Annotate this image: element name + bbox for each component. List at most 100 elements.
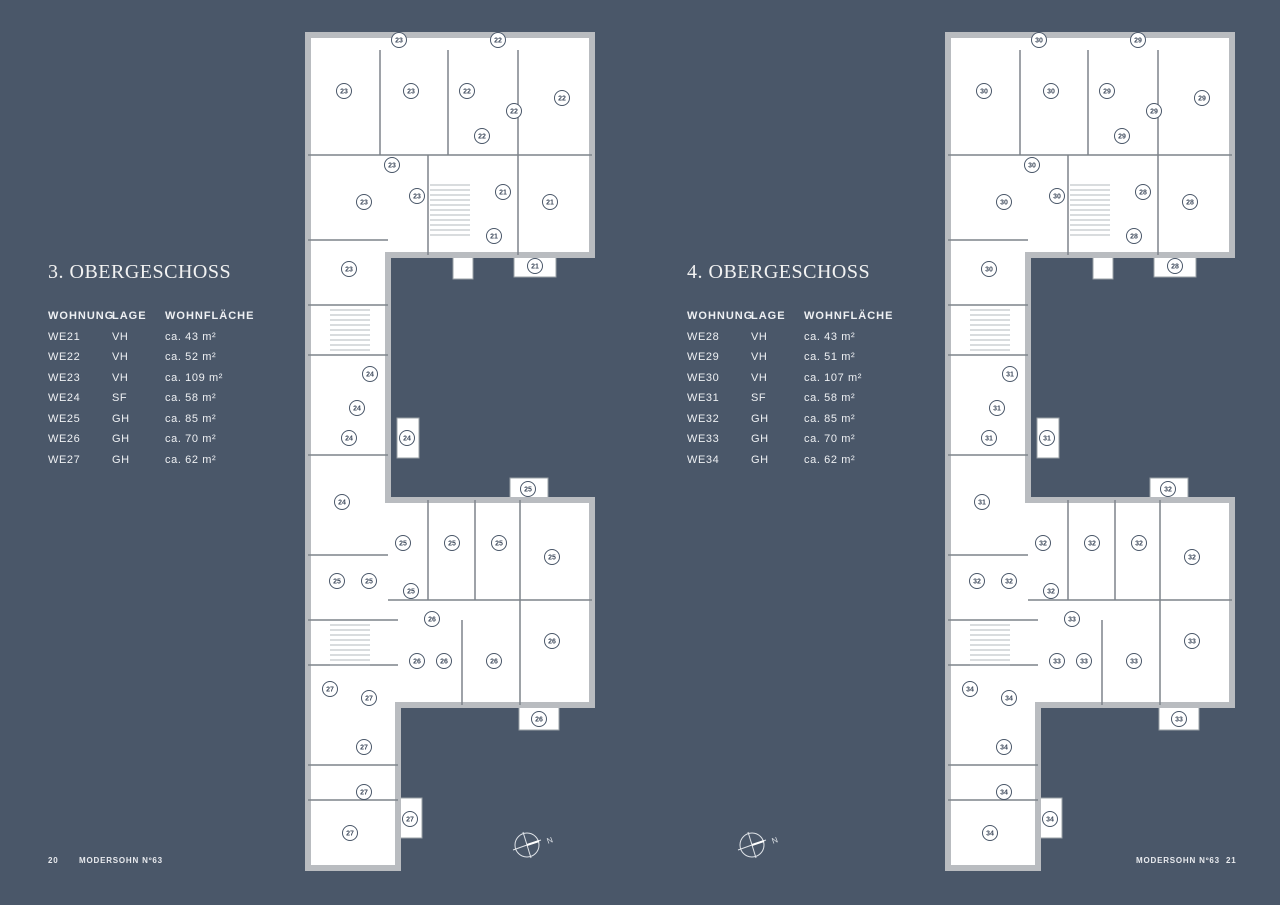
unit-marker [399,430,415,446]
col-header-lage: LAGE [112,310,147,322]
unit-marker [349,400,365,416]
unit-marker [1171,711,1187,727]
unit-marker [361,573,377,589]
unit-marker [403,83,419,99]
unit-marker [334,494,350,510]
unit-marker-label: 22 [494,38,502,45]
unit-marker [403,583,419,599]
unit-marker [1076,653,1092,669]
unit-marker [424,611,440,627]
unit-marker-label: 24 [353,406,361,413]
unit-marker [342,825,358,841]
right-brand: MODERSOHN Nº63 [1136,856,1220,865]
unit-marker [1002,366,1018,382]
unit-marker [444,535,460,551]
unit-marker-label: 25 [548,555,556,562]
unit-location: GH [751,433,769,445]
unit-marker-label: 25 [333,579,341,586]
unit-marker [495,184,511,200]
unit-marker-label: 22 [558,96,566,103]
unit-area: ca. 43 m² [165,330,217,343]
unit-marker-label: 28 [1130,234,1138,241]
unit-marker [962,681,978,697]
unit-marker [361,690,377,706]
unit-area: ca. 58 m² [804,392,856,404]
unit-marker-label: 33 [1175,717,1183,724]
unit-marker [996,194,1012,210]
unit-marker [531,711,547,727]
unit-marker [356,194,372,210]
unit-marker-label: 27 [365,696,373,703]
unit-location: SF [112,392,128,404]
unit-marker-label: 30 [1028,163,1036,170]
compass-north-label: N [771,835,780,846]
unit-marker [542,194,558,210]
unit-id: WE28 [687,330,720,343]
unit-marker [391,32,407,48]
unit-marker [554,90,570,106]
unit-marker [1001,573,1017,589]
unit-marker [1064,611,1080,627]
unit-marker [1135,184,1151,200]
unit-marker-label: 34 [1000,745,1008,752]
unit-marker-label: 24 [345,436,353,443]
unit-marker-label: 26 [490,659,498,666]
unit-marker [527,258,543,274]
unit-marker-label: 27 [360,790,368,797]
unit-marker [996,739,1012,755]
unit-marker-label: 27 [406,817,414,824]
unit-marker-label: 23 [388,163,396,170]
unit-id: WE21 [48,330,81,343]
unit-id: WE30 [687,371,720,384]
unit-marker [459,83,475,99]
unit-marker-label: 25 [365,579,373,586]
unit-marker [520,481,536,497]
unit-marker-label: 25 [448,541,456,548]
unit-location: VH [751,371,768,384]
unit-marker-label: 30 [1000,200,1008,207]
unit-marker-label: 32 [1188,555,1196,562]
unit-location: GH [751,412,769,425]
unit-marker [1049,653,1065,669]
unit-marker-label: 23 [340,89,348,96]
unit-marker-label: 32 [1005,579,1013,586]
unit-marker [409,653,425,669]
unit-marker-label: 31 [1043,436,1051,443]
unit-marker [491,535,507,551]
unit-marker-label: 27 [326,687,334,694]
unit-area: ca. 107 m² [804,371,862,384]
unit-marker [1043,583,1059,599]
unit-marker-label: 30 [1047,89,1055,96]
unit-marker [1194,90,1210,106]
unit-marker [1114,128,1130,144]
unit-marker-label: 23 [360,200,368,207]
unit-id: WE34 [687,453,720,466]
compass-north-label: N [546,835,555,846]
unit-area: ca. 62 m² [165,453,217,466]
unit-marker [356,739,372,755]
unit-marker-label: 21 [531,264,539,271]
unit-area: ca. 43 m² [804,330,856,343]
unit-marker-label: 30 [1035,38,1043,45]
unit-marker-label: 28 [1186,200,1194,207]
unit-marker-label: 26 [413,659,421,666]
building-outline [305,32,595,871]
unit-marker [1031,32,1047,48]
unit-marker-label: 26 [548,639,556,646]
unit-marker-label: 23 [345,267,353,274]
unit-marker [486,228,502,244]
unit-marker [336,83,352,99]
unit-marker [989,400,1005,416]
unit-marker [1130,32,1146,48]
unit-location: VH [112,330,129,343]
unit-marker [1182,194,1198,210]
unit-marker [395,535,411,551]
unit-marker-label: 31 [978,500,986,507]
unit-marker [486,653,502,669]
unit-marker-label: 26 [428,617,436,624]
unit-marker-label: 34 [1000,790,1008,797]
unit-id: WE22 [48,351,81,363]
unit-marker [1126,228,1142,244]
unit-location: GH [112,412,130,425]
unit-marker [1099,83,1115,99]
